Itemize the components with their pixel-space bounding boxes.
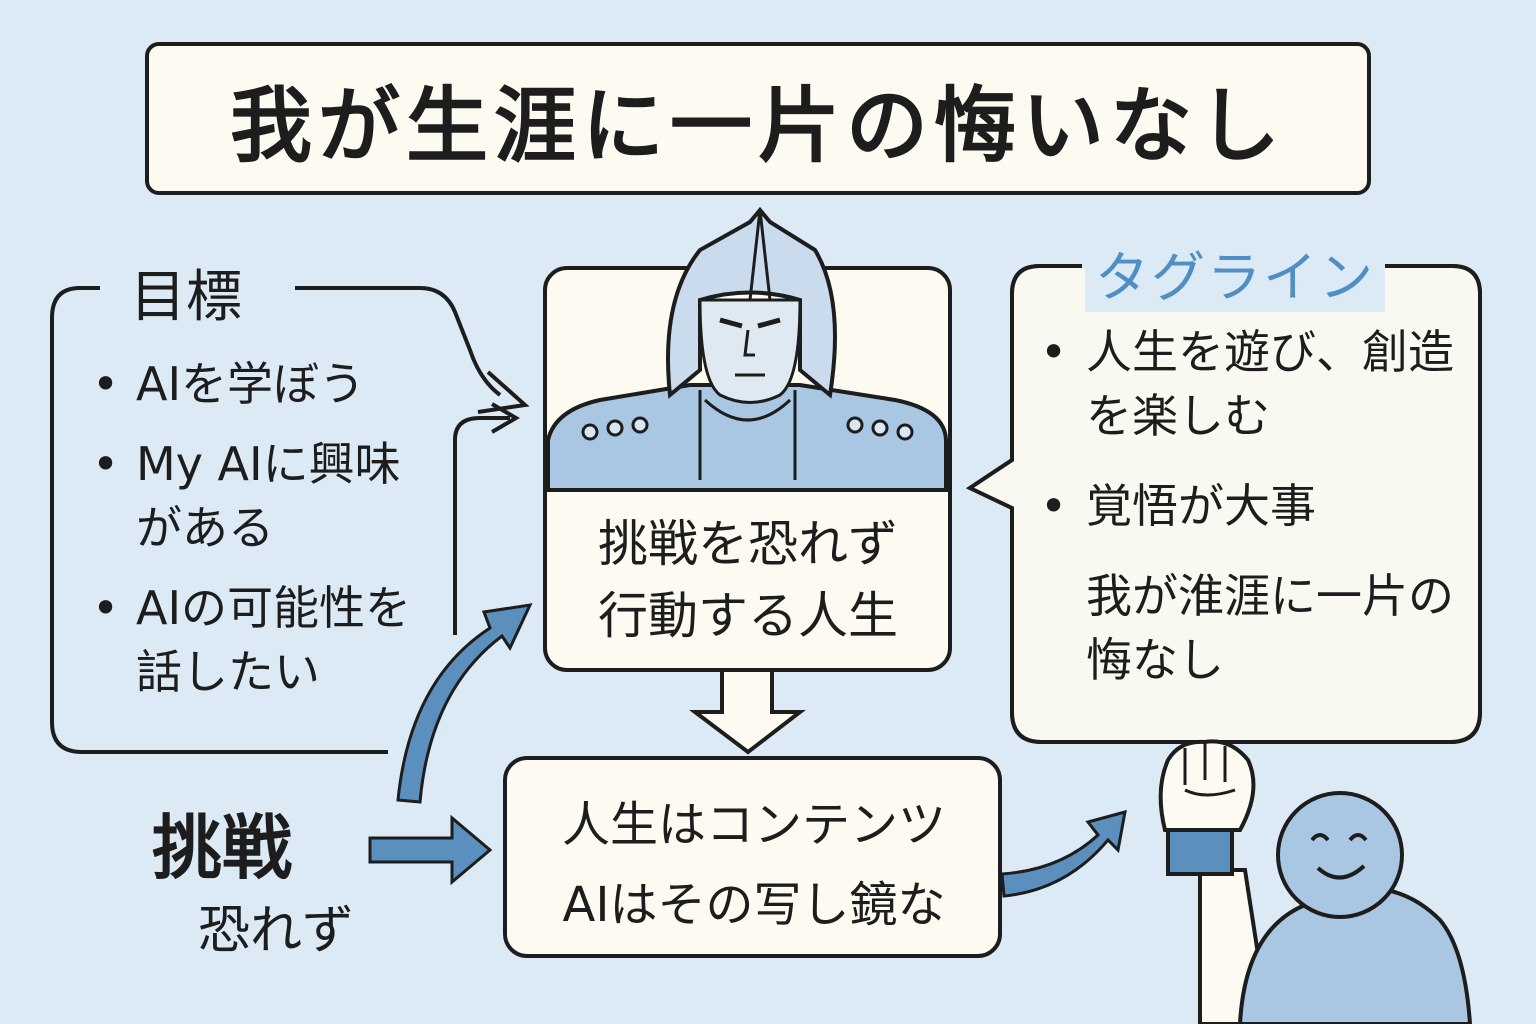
center-caption: 挑戦を恐れず 行動する人生 (548, 508, 948, 652)
title-box: 我が生涯に一片の悔いなし (145, 42, 1371, 195)
goals-list: • AIを学ぼう • My AIに興味がある • AIの可能性を話したい (92, 352, 442, 720)
goals-arrow-head-1 (477, 370, 530, 414)
content-box (503, 756, 1002, 958)
tagline-text: 人生を遊び、創造を楽しむ (1086, 325, 1454, 443)
tagline-item: • 覚悟が大事 (1040, 474, 1470, 538)
challenge-subheading: 恐れず (198, 901, 355, 961)
tagline-list: • 人生を遊び、創造を楽しむ • 覚悟が大事 我が淮涯に一片の悔なし (1040, 320, 1470, 692)
tagline-bullet: • (1040, 479, 1068, 533)
goal-bullet: • (92, 581, 120, 635)
goal-item: • AIを学ぼう (92, 352, 442, 416)
tagline-motto: 我が淮涯に一片の悔なし (1086, 569, 1454, 687)
goals-frame-lower (453, 416, 510, 635)
mascot-illustration (1158, 739, 1473, 1024)
goal-text: My AIに興味がある (136, 437, 401, 555)
goal-bullet: • (92, 357, 120, 411)
content-to-mascot-arrow (1000, 809, 1127, 898)
challenge-up-arrow (396, 603, 533, 804)
content-caption-line1: 人生はコンテンツ (561, 797, 946, 853)
goal-bullet: • (92, 437, 120, 491)
goal-text: AIを学ぼう (136, 357, 366, 411)
goal-item: • My AIに興味がある (92, 432, 442, 560)
goals-label: 目標 (118, 252, 254, 333)
tagline-label: タグライン (1085, 233, 1385, 312)
content-caption: 人生はコンテンツ AIはその写し鏡な (510, 785, 998, 945)
challenge-heading: 挑戦 (152, 807, 292, 889)
tagline-item: • 人生を遊び、創造を楽しむ (1040, 320, 1470, 448)
down-arrow (689, 672, 806, 755)
goals-frame-top (295, 286, 502, 397)
goals-frame (50, 286, 388, 754)
tagline-text: 覚悟が大事 (1086, 479, 1316, 533)
goal-text: AIの可能性を話したい (136, 581, 412, 699)
content-caption-line2: AIはその写し鏡な (562, 877, 946, 933)
goal-item: • AIの可能性を話したい (92, 576, 442, 704)
goals-arrow-head-2 (490, 402, 520, 434)
warrior-illustration (546, 206, 948, 492)
center-caption-line2: 行動する人生 (598, 587, 898, 645)
page-title: 我が生涯に一片の悔いなし (229, 79, 1286, 174)
tagline-bullet: • (1040, 325, 1068, 379)
center-caption-line1: 挑戦を恐れず (598, 515, 898, 573)
challenge-right-arrow (368, 814, 493, 886)
